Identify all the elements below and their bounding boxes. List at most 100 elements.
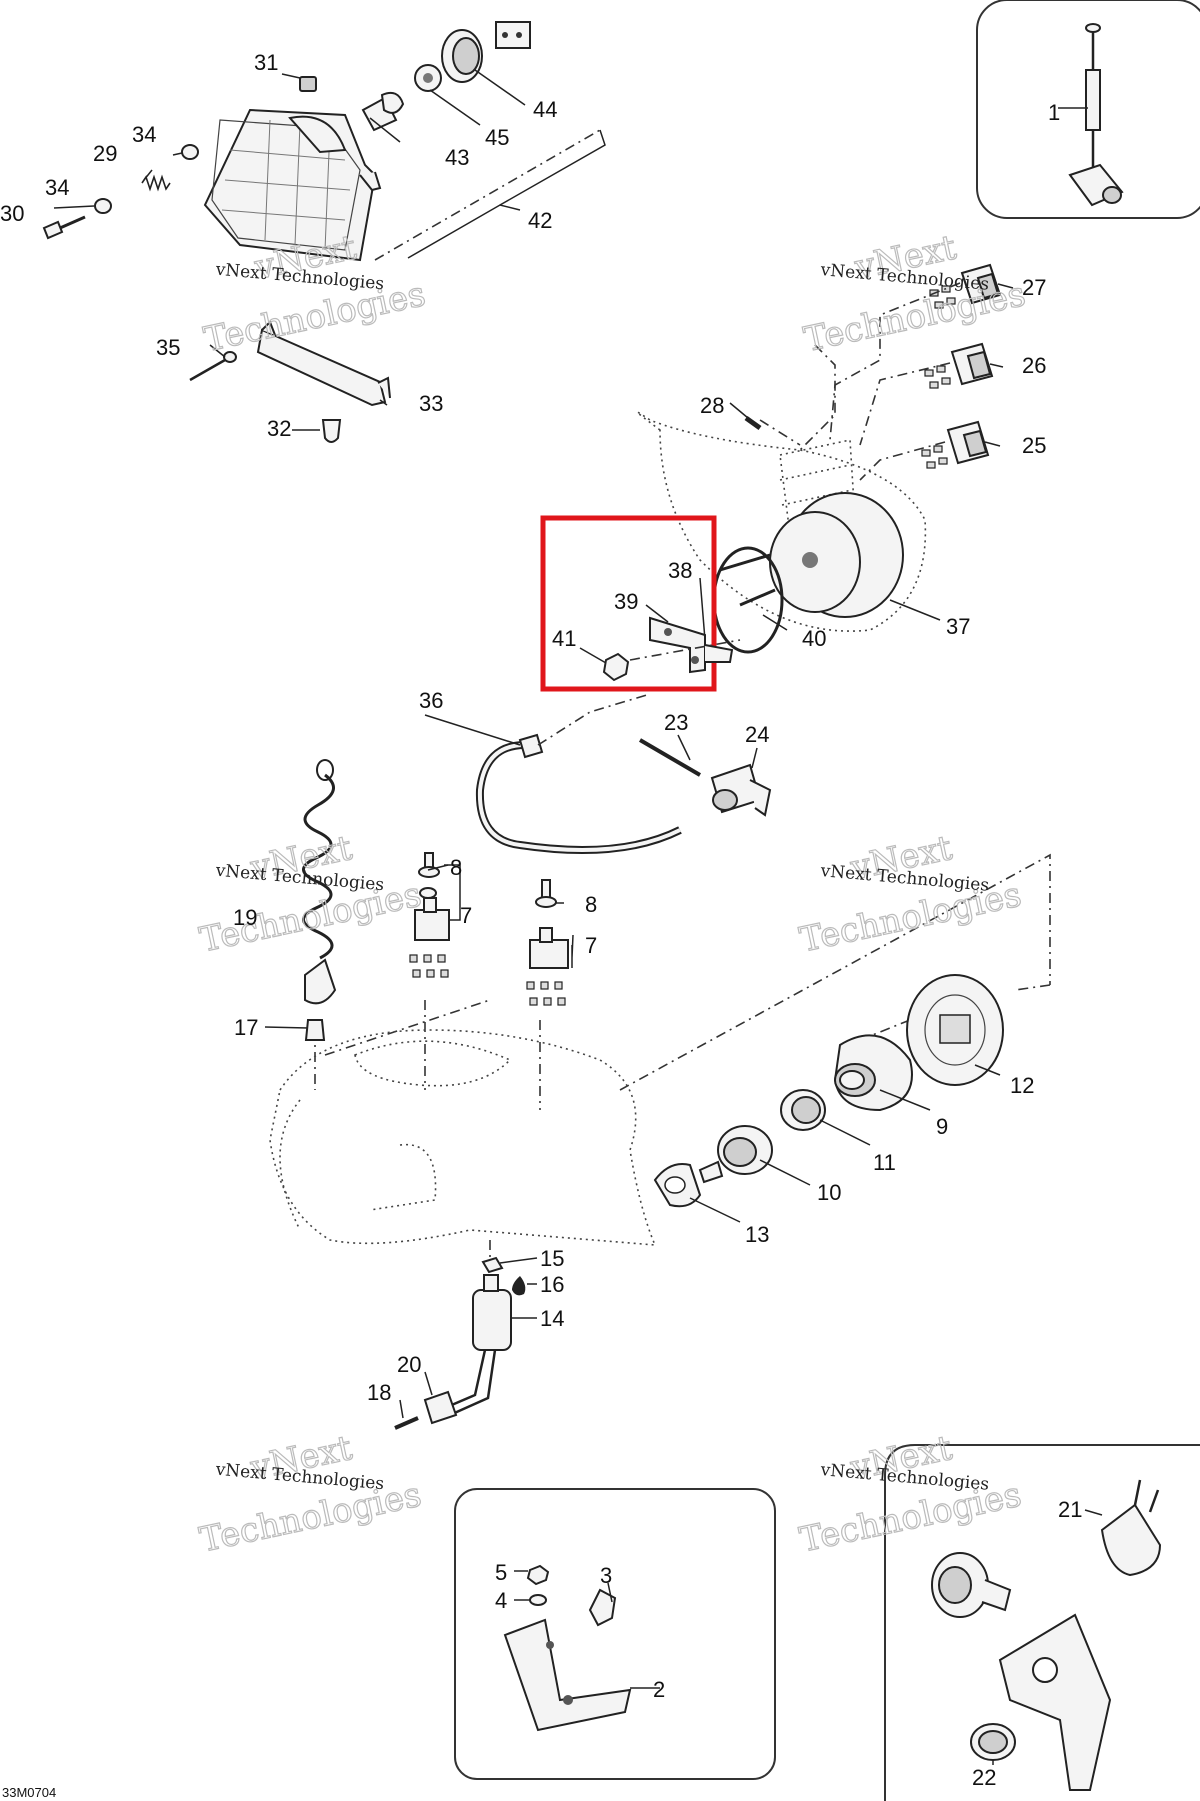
sender-14-part (439, 1274, 512, 1417)
leader-lines (53, 69, 1103, 1765)
callout-21: 21 (1058, 1497, 1082, 1522)
connector-20-part (423, 1390, 458, 1425)
drop-16-part (512, 1276, 526, 1296)
callout-23: 23 (664, 710, 688, 735)
callout-5: 5 (495, 1560, 507, 1585)
callout-22: 22 (972, 1765, 996, 1790)
screw-28-part (744, 415, 762, 431)
ring-22-part (970, 1723, 1016, 1761)
switch-26-part (950, 342, 994, 386)
pin-23-part (638, 738, 702, 777)
bracket-right-part (998, 1613, 1112, 1791)
callout-11: 11 (873, 1150, 896, 1175)
callout-26: 26 (1022, 353, 1046, 378)
bracket-33-part (256, 320, 391, 407)
lanyard-19-part (302, 773, 335, 960)
nut-15-part (481, 1256, 504, 1274)
part-3-part (588, 1588, 617, 1627)
washer-4-part (529, 1594, 547, 1606)
headlamp-assembly (203, 108, 382, 262)
watermark-top-left: vNext Technologies (200, 227, 430, 361)
bulb-43-part (361, 91, 405, 132)
ring-11-part (780, 1089, 826, 1131)
callout-3: 3 (600, 1563, 612, 1588)
callout-33: 33 (419, 391, 443, 416)
callout-4: 4 (495, 1588, 507, 1613)
adaptor-24-part (710, 763, 772, 817)
console-outline-lower (269, 1029, 657, 1246)
highlight-box (540, 515, 717, 692)
callout-12: 12 (1010, 1073, 1034, 1098)
switch-7-right-part (529, 927, 569, 969)
bulb-21-part (1100, 1479, 1162, 1577)
callout-16: 16 (540, 1272, 564, 1297)
switch-7-left-part (414, 897, 450, 941)
cap-10-part (717, 1125, 773, 1175)
callout-41: 41 (552, 626, 576, 651)
clip-31-part (299, 76, 317, 92)
callout-44: 44 (533, 97, 557, 122)
guide-lines (314, 129, 1051, 1270)
callout-19: 19 (233, 905, 257, 930)
button-8-left-part (418, 852, 440, 878)
diagram-code: 33M0704 (2, 1785, 56, 1800)
socket-left-part (931, 1552, 1012, 1618)
ring-44-part (441, 29, 483, 83)
bracket-39-part (649, 616, 734, 674)
callout-7-left: 7 (460, 903, 472, 928)
washer-34-lower (94, 198, 112, 214)
switch-9-part (833, 1034, 913, 1112)
callout-39: 39 (614, 589, 638, 614)
callout-31: 31 (254, 50, 278, 75)
callout-10: 10 (817, 1180, 841, 1205)
callout-2: 2 (653, 1677, 665, 1702)
nut-5-part (526, 1564, 550, 1586)
switch-terminals (409, 954, 566, 1006)
inset-box-top-right (976, 0, 1200, 219)
callout-34-upper: 34 (132, 122, 156, 147)
spring-29-part (141, 174, 171, 192)
antenna-1-part (1068, 23, 1124, 207)
callout-32: 32 (267, 416, 291, 441)
callout-8-left: 8 (450, 855, 462, 880)
callout-14: 14 (540, 1306, 564, 1331)
cable-36-part (475, 741, 682, 854)
key-13-part (653, 1160, 724, 1208)
callout-13: 13 (745, 1222, 769, 1247)
watermark-top-right: vNext Technologies (800, 227, 1030, 361)
switch-27-part (960, 263, 1002, 305)
callout-42: 42 (528, 208, 552, 233)
callout-24: 24 (745, 722, 769, 747)
callout-27: 27 (1022, 275, 1046, 300)
callout-38: 38 (668, 558, 692, 583)
callout-36: 36 (419, 688, 443, 713)
nut-41-part (602, 652, 630, 682)
post-17-part (304, 1019, 326, 1041)
screw-30-part (42, 215, 86, 240)
socket-45-part (414, 64, 442, 92)
callout-45: 45 (485, 125, 509, 150)
callout-labels: 1 2 3 4 5 7 7 8 8 9 10 11 12 13 14 15 16… (0, 50, 1082, 1790)
inset-box-bottom-right (884, 1444, 1200, 1801)
callout-43: 43 (445, 145, 469, 170)
gauge-37-part (719, 492, 904, 618)
terminal-18-part (394, 1416, 419, 1430)
callout-9: 9 (936, 1114, 948, 1139)
callout-1: 1 (1048, 100, 1060, 125)
callout-17: 17 (234, 1015, 258, 1040)
inset-box-bottom-center (454, 1488, 776, 1780)
bracket-2-part (503, 1618, 632, 1732)
callout-25: 25 (1022, 433, 1046, 458)
callout-8-right: 8 (585, 892, 597, 917)
callout-29: 29 (93, 141, 117, 166)
washer-34-upper (181, 144, 199, 160)
callout-28: 28 (700, 393, 724, 418)
switch-12-part (906, 974, 1004, 1086)
console-outline-upper (636, 411, 927, 632)
callout-7-right: 7 (585, 933, 597, 958)
nut-32-part (321, 419, 342, 443)
callout-37: 37 (946, 614, 970, 639)
callout-34-lower: 34 (45, 175, 69, 200)
callout-18: 18 (367, 1380, 391, 1405)
